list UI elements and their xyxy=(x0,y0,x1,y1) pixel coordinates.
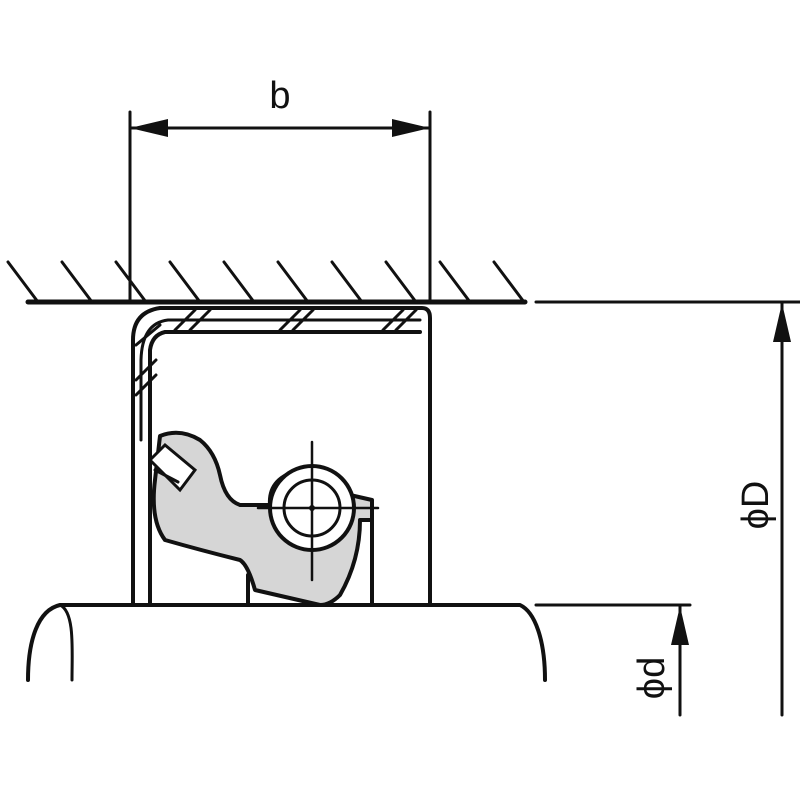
case-hatching xyxy=(134,308,418,397)
arrowhead-left xyxy=(130,119,168,137)
arrowhead-up-d xyxy=(671,606,689,645)
dimension-b: b xyxy=(128,75,432,302)
housing-hatching xyxy=(6,260,526,304)
shaft xyxy=(26,603,547,682)
dimension-d-label: ϕd xyxy=(631,657,673,699)
arrowhead-right xyxy=(392,119,430,137)
seal-case xyxy=(131,306,432,607)
dimension-D-label: ϕD xyxy=(735,481,777,530)
dimension-inner-diameter: ϕd xyxy=(534,603,692,717)
garter-spring xyxy=(256,440,380,582)
dimension-b-label: b xyxy=(269,75,290,117)
arrowhead-up-D xyxy=(773,303,791,342)
dimension-outer-diameter: ϕD xyxy=(534,300,800,717)
housing-bore xyxy=(6,260,528,305)
